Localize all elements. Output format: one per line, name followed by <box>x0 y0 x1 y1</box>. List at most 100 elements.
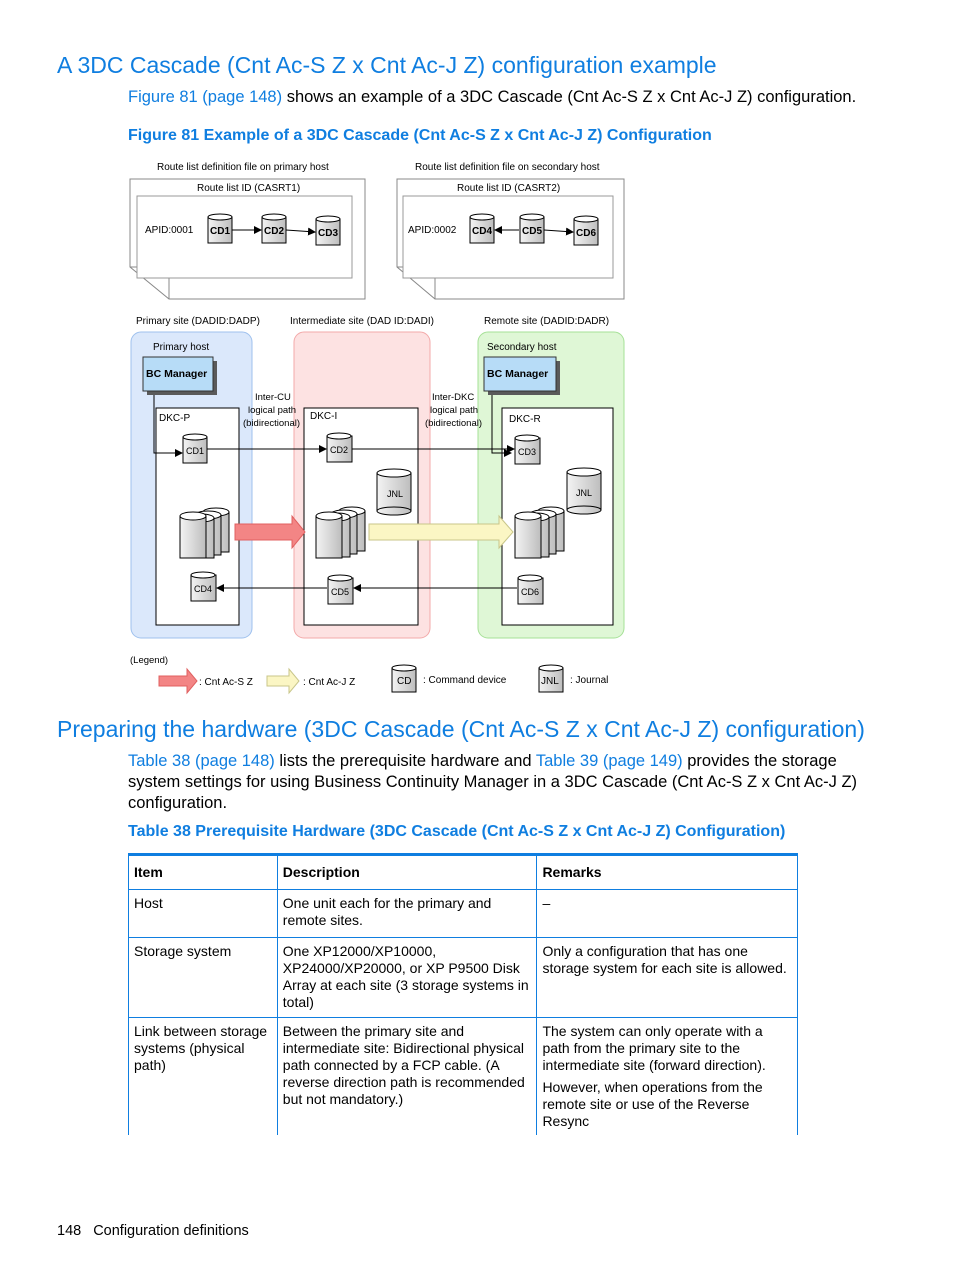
table-38-link[interactable]: Table 38 (page 148) <box>128 752 275 770</box>
primary-host-label: Primary host <box>153 342 209 353</box>
hardware-text-2: provides the storage system settings for… <box>128 752 858 812</box>
apid-0002: APID:0002 <box>408 225 457 236</box>
svg-text:BC Manager: BC Manager <box>487 368 548 380</box>
svg-text:CD5: CD5 <box>331 587 349 597</box>
site-cd1: CD1 <box>182 433 208 464</box>
route-primary-id: Route list ID (CASRT1) <box>197 183 300 194</box>
cell-description: One XP12000/XP10000, XP24000/XP20000, or… <box>276 937 538 1018</box>
intro-text: shows an example of a 3DC Cascade (Cnt A… <box>282 88 857 106</box>
table-row: Link between storage systems (physical p… <box>128 1017 798 1135</box>
route-file-secondary: Route list ID (CASRT2) APID:0002 <box>396 178 625 300</box>
svg-text:BC Manager: BC Manager <box>146 368 207 380</box>
volume-stack-remote <box>514 506 565 559</box>
site-cd6: CD6 <box>517 574 544 605</box>
interdkc-label-3: (bidirectional) <box>425 418 482 429</box>
footer-section: Configuration definitions <box>93 1223 249 1239</box>
route-cd4: CD4 <box>469 213 495 244</box>
hardware-paragraph: Table 38 (page 148) lists the prerequisi… <box>128 751 873 814</box>
route-cd1: CD1 <box>207 213 233 244</box>
svg-text:CD: CD <box>397 676 411 687</box>
legend-cnt-acs-arrow <box>158 667 198 695</box>
header-item: Item <box>128 854 278 890</box>
svg-text:JNL: JNL <box>541 676 559 687</box>
volume-stack-primary <box>179 507 230 559</box>
bc-manager-primary: BC Manager <box>142 356 217 395</box>
svg-text:CD2: CD2 <box>264 226 284 237</box>
site-cd5: CD5 <box>327 574 354 605</box>
route-cd6: CD6 <box>573 215 599 246</box>
bc-manager-secondary: BC Manager <box>483 356 560 395</box>
site-remote-label: Remote site (DADID:DADR) <box>484 316 609 327</box>
cell-description: One unit each for the primary and remote… <box>276 889 538 938</box>
cell-description: Between the primary site and intermediat… <box>276 1017 538 1135</box>
svg-text:CD3: CD3 <box>318 228 338 239</box>
legend-command-device-label: : Command device <box>423 675 507 686</box>
svg-text:CD1: CD1 <box>186 446 204 456</box>
legend-command-device-icon: CD <box>391 664 417 693</box>
legend-cnt-acj-arrow <box>266 667 300 695</box>
svg-text:CD1: CD1 <box>210 226 230 237</box>
table-39-link[interactable]: Table 39 (page 149) <box>535 752 683 770</box>
legend-cnt-acj-label: : Cnt Ac-J Z <box>303 677 355 688</box>
prerequisite-hardware-table: Item Description Remarks Host One unit e… <box>128 853 798 1135</box>
route-secondary-title: Route list definition file on secondary … <box>415 162 600 173</box>
dkc-r-label: DKC-R <box>509 414 541 425</box>
cell-item: Host <box>128 889 278 938</box>
svg-text:CD3: CD3 <box>518 447 536 457</box>
cell-remarks: – <box>536 889 798 938</box>
intro-paragraph: Figure 81 (page 148) shows an example of… <box>128 87 873 108</box>
intercu-label-1: Inter-CU <box>255 392 291 403</box>
interdkc-label-2: logical path <box>430 405 478 416</box>
site-cd3: CD3 <box>514 434 541 465</box>
cell-remarks: The system can only operate with a path … <box>536 1017 798 1135</box>
dkc-i-label: DKC-I <box>310 411 337 422</box>
interdkc-label-1: Inter-DKC <box>432 392 474 403</box>
table-row: Host One unit each for the primary and r… <box>128 889 798 938</box>
section-title-hardware: Preparing the hardware (3DC Cascade (Cnt… <box>57 716 865 742</box>
svg-text:JNL: JNL <box>576 488 592 498</box>
page-footer: 148 Configuration definitions <box>57 1223 249 1239</box>
page-number: 148 <box>57 1223 82 1239</box>
section-title-example: A 3DC Cascade (Cnt Ac-S Z x Cnt Ac-J Z) … <box>57 52 717 78</box>
table-header-row: Item Description Remarks <box>128 854 798 890</box>
cell-item: Storage system <box>128 937 278 1018</box>
table-caption: Table 38 Prerequisite Hardware (3DC Casc… <box>128 823 786 840</box>
jnl-remote-icon: JNL <box>566 467 602 515</box>
legend-journal-label: : Journal <box>570 675 608 686</box>
table-row: Storage system One XP12000/XP10000, XP24… <box>128 937 798 1018</box>
route-primary-title: Route list definition file on primary ho… <box>157 162 329 173</box>
apid-0001: APID:0001 <box>145 225 194 236</box>
header-description: Description <box>276 854 538 890</box>
cascade-diagram: Route list definition file on primary ho… <box>129 162 625 695</box>
cnt-acs-arrow <box>234 514 306 550</box>
cell-item: Link between storage systems (physical p… <box>128 1017 278 1135</box>
route-cd5: CD5 <box>519 213 545 244</box>
header-remarks: Remarks <box>536 854 798 890</box>
legend-cnt-acs-label: : Cnt Ac-S Z <box>199 677 253 688</box>
svg-text:CD6: CD6 <box>576 228 596 239</box>
svg-text:CD4: CD4 <box>472 226 492 237</box>
site-cd4: CD4 <box>190 571 217 602</box>
legend-title: (Legend) <box>130 655 168 666</box>
route-cd3: CD3 <box>315 215 341 246</box>
cell-remarks: Only a configuration that has one storag… <box>536 937 798 1018</box>
svg-text:JNL: JNL <box>387 489 403 499</box>
intercu-label-3: (bidirectional) <box>243 418 300 429</box>
volume-stack-intermediate <box>315 506 366 559</box>
cnt-acj-arrow <box>368 514 514 550</box>
figure-81-link[interactable]: Figure 81 (page 148) <box>128 88 283 106</box>
legend-journal-icon: JNL <box>538 664 564 693</box>
jnl-intermediate-icon: JNL <box>376 468 412 516</box>
svg-text:CD6: CD6 <box>521 587 539 597</box>
site-cd2: CD2 <box>326 432 353 463</box>
figure-caption: Figure 81 Example of a 3DC Cascade (Cnt … <box>128 127 712 144</box>
site-intermediate-label: Intermediate site (DAD ID:DADI) <box>290 316 434 327</box>
svg-text:CD5: CD5 <box>522 226 542 237</box>
route-cd2: CD2 <box>261 213 287 244</box>
secondary-host-label: Secondary host <box>487 342 557 353</box>
svg-text:CD4: CD4 <box>194 584 212 594</box>
route-secondary-id: Route list ID (CASRT2) <box>457 183 560 194</box>
dkc-p-label: DKC-P <box>159 413 190 424</box>
site-primary-label: Primary site (DADID:DADP) <box>136 316 260 327</box>
svg-text:CD2: CD2 <box>330 445 348 455</box>
